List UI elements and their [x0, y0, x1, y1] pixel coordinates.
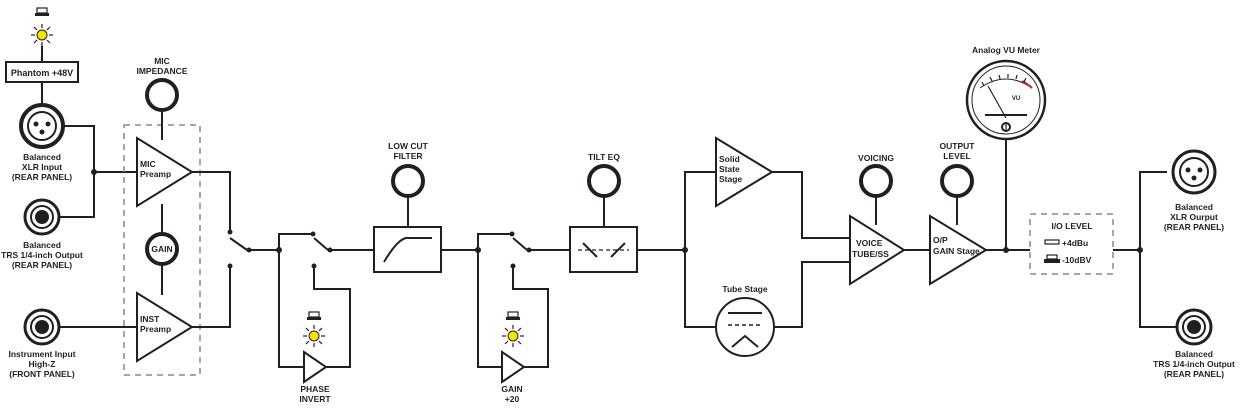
low-cut-label-1: LOW CUT — [388, 141, 428, 151]
io-level-option-2: -10dBV — [1062, 255, 1092, 265]
tilt-eq-knob[interactable] — [587, 164, 621, 198]
io-plus4-button-icon[interactable] — [1044, 239, 1060, 245]
xlr-output-label-2: XLR Ourput — [1170, 212, 1218, 222]
mic-impedance-knob[interactable] — [145, 78, 179, 112]
solid-state-label-1: Solid — [719, 154, 740, 164]
input-select-switch[interactable] — [229, 237, 248, 251]
xlr-output-label-1: Balanced — [1175, 202, 1213, 212]
voice-label-1: VOICE — [856, 238, 883, 248]
inst-preamp-label-2: Preamp — [140, 324, 171, 334]
phase-invert-amp — [303, 350, 328, 384]
output-gain-label-2: GAIN Stage — [933, 246, 980, 256]
voicing-label: VOICING — [858, 153, 894, 163]
instrument-input-label-1: Instrument Input — [8, 349, 75, 359]
gain-knob-label: GAIN — [151, 244, 172, 254]
low-cut-label-2: FILTER — [393, 151, 422, 161]
low-cut-filter-box — [373, 226, 442, 273]
voice-label-2: TUBE/SS — [852, 249, 889, 259]
phantom-button-icon[interactable] — [34, 7, 50, 17]
mic-impedance-label-2: IMPEDANCE — [136, 66, 187, 76]
inst-preamp-label-1: INST — [140, 314, 160, 324]
low-cut-curve-icon — [383, 237, 432, 263]
xlr-output-label-3: (REAR PANEL) — [1164, 222, 1224, 232]
mic-preamp-amp — [136, 136, 194, 208]
xlr-output-icon — [1171, 149, 1217, 195]
phantom-led-icon — [30, 23, 54, 47]
gain20-amp — [501, 350, 526, 384]
xlr-input-label-3: (REAR PANEL) — [12, 172, 72, 182]
xlr-input-icon — [19, 103, 65, 149]
trs-input-label-2: TRS 1/4-inch Output — [1, 250, 83, 260]
mic-impedance-label-1: MIC — [154, 56, 170, 66]
trs-output-label-1: Balanced — [1175, 349, 1213, 359]
tilt-eq-curve-icon — [578, 242, 629, 258]
trs-input-label-1: Balanced — [23, 240, 61, 250]
trs-input-icon — [23, 198, 61, 236]
vu-scale-label: VU — [1012, 96, 1020, 102]
solid-state-amp — [715, 136, 774, 208]
phantom-label: Phantom +48V — [11, 68, 73, 78]
low-cut-knob[interactable] — [391, 164, 425, 198]
vacuum-tube-icon — [715, 297, 775, 357]
gain20-led-icon — [501, 324, 525, 348]
vu-meter-icon — [965, 59, 1047, 141]
io-level-box — [1029, 213, 1114, 275]
xlr-input-label-2: XLR Input — [22, 162, 62, 172]
tube-stage-label: Tube Stage — [722, 284, 767, 294]
tilt-eq-label: TILT EQ — [588, 152, 620, 162]
io-level-option-1: +4dBu — [1062, 238, 1088, 248]
output-gain-amp — [929, 214, 988, 286]
voice-amp — [849, 214, 906, 286]
instrument-input-label-3: (FRONT PANEL) — [9, 369, 75, 379]
tilt-eq-box — [569, 226, 638, 273]
gain20-label-1: GAIN — [501, 384, 522, 394]
voicing-knob[interactable] — [859, 164, 893, 198]
trs-output-label-3: (REAR PANEL) — [1164, 369, 1224, 379]
gain20-button-icon[interactable] — [505, 311, 521, 321]
io-level-label: I/O LEVEL — [1051, 221, 1092, 231]
vu-meter-label: Analog VU Meter — [972, 45, 1041, 55]
trs-output-icon — [1175, 308, 1213, 346]
trs-output-label-2: TRS 1/4-inch Output — [1153, 359, 1235, 369]
trs-input-label-3: (REAR PANEL) — [12, 260, 72, 270]
instrument-input-label-2: High-Z — [29, 359, 56, 369]
phase-invert-button-icon[interactable] — [306, 311, 322, 321]
output-gain-label-1: O/P — [933, 235, 948, 245]
mic-preamp-label-2: Preamp — [140, 169, 171, 179]
gain20-switch[interactable] — [512, 237, 528, 251]
instrument-input-icon — [23, 308, 61, 346]
mic-preamp-label-1: MIC — [140, 159, 156, 169]
solid-state-label-2: State — [719, 164, 740, 174]
gain20-label-2: +20 — [505, 394, 520, 404]
output-level-label-1: OUTPUT — [940, 141, 976, 151]
phase-invert-switch[interactable] — [313, 237, 329, 251]
phase-invert-label-1: PHASE — [300, 384, 330, 394]
output-level-label-2: LEVEL — [943, 151, 970, 161]
output-level-knob[interactable] — [940, 164, 974, 198]
phase-invert-label-2: INVERT — [299, 394, 331, 404]
solid-state-label-3: Stage — [719, 174, 742, 184]
xlr-input-label-1: Balanced — [23, 152, 61, 162]
phase-invert-led-icon — [302, 324, 326, 348]
inst-preamp-amp — [136, 291, 194, 363]
io-minus10-button-icon[interactable] — [1044, 254, 1060, 263]
